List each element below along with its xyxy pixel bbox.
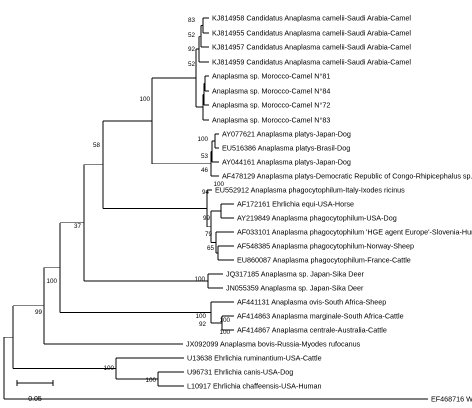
leaf-label: JN055359 Anaplasma sp. Japan-Sika Deer	[226, 284, 364, 293]
support-value: 100	[219, 329, 230, 336]
support-value: 100	[195, 313, 206, 320]
leaf-label: Anaplasma sp. Morocco-Camel N°72	[212, 101, 330, 110]
leaf-labels: KJ814958 Candidatus Anaplasma camelii-Sa…	[186, 14, 472, 404]
leaf-label: AF478129 Anaplasma platys-Democratic Rep…	[222, 172, 472, 181]
leaf-label: AF033101 Anaplasma phagocytophilum 'HGE …	[237, 228, 472, 237]
leaf-label: U96731 Ehrlichia canis-USA-Dog	[187, 368, 293, 377]
leaf-label: Anaplasma sp. Morocco-Camel N°83	[212, 116, 330, 125]
support-value: 52	[188, 32, 196, 39]
support-value: 100	[145, 377, 156, 384]
leaf-label: KJ814957 Candidatus Anaplasma camelii-Sa…	[212, 43, 411, 52]
scale-bar: 0.05	[16, 380, 54, 403]
leaf-label: L10917 Ehrlichia chaffeensis-USA-Human	[187, 382, 322, 391]
support-value: 100	[194, 276, 205, 283]
support-value: 58	[93, 142, 101, 149]
support-value: 53	[201, 153, 209, 160]
leaf-label: EF468716 Wolbachia endosymbiont-China-La…	[431, 395, 472, 404]
leaf-label: AF172161 Ehrlichia equi-USA-Horse	[237, 200, 354, 209]
support-value: 79	[205, 231, 213, 238]
support-value: 37	[74, 223, 82, 230]
support-value: 100	[103, 365, 114, 372]
bootstrap-support-values: 8352925210010053465894100997965371009210…	[35, 17, 231, 384]
leaf-label: KJ814958 Candidatus Anaplasma camelii-Sa…	[212, 14, 411, 23]
leaf-label: U13638 Ehrlichia ruminantium-USA-Cattle	[187, 354, 322, 363]
support-value: 99	[35, 309, 43, 316]
leaf-label: Anaplasma sp. Morocco-Camel N°84	[212, 87, 330, 96]
leaf-label: AF441131 Anaplasma ovis-South Africa-She…	[237, 298, 386, 307]
support-value: 52	[188, 61, 196, 68]
leaf-label: AY077621 Anaplasma platys-Japan-Dog	[222, 130, 351, 139]
leaf-label: Anaplasma sp. Morocco-Camel N°81	[212, 72, 330, 81]
support-value: 100	[213, 181, 224, 188]
leaf-label: AF548385 Anaplasma phagocytophilum-Norwa…	[237, 242, 414, 251]
support-value: 46	[201, 167, 209, 174]
leaf-label: EU860087 Anaplasma phagocytophilum-Franc…	[237, 256, 411, 265]
leaf-label: KJ814955 Candidatus Anaplasma camelii-Sa…	[212, 29, 411, 38]
support-value: 65	[207, 245, 215, 252]
support-value: 100	[197, 136, 208, 143]
support-value: 100	[46, 278, 57, 285]
support-value: 100	[219, 317, 230, 324]
leaf-label: AF414863 Anaplasma marginale-South Afric…	[237, 312, 404, 321]
support-value: 83	[188, 17, 196, 24]
tree-branches	[3, 17, 428, 400]
scale-bar-label: 0.05	[28, 396, 42, 403]
leaf-label: AY044161 Anaplasma platys-Japan-Dog	[222, 158, 351, 167]
leaf-label: AF414867 Anaplasma centrale-Australia-Ca…	[237, 326, 387, 335]
support-value: 92	[188, 46, 196, 53]
leaf-label: EU516386 Anaplasma platys-Brasil-Dog	[222, 144, 350, 153]
leaf-label: EU552912 Anaplasma phagocytophilum-Italy…	[215, 186, 405, 195]
leaf-label: JX092099 Anaplasma bovis-Russia-Myodes r…	[186, 340, 361, 349]
support-value: 100	[139, 96, 150, 103]
support-value: 94	[202, 189, 210, 196]
leaf-label: JQ317185 Anaplasma sp. Japan-Sika Deer	[226, 270, 364, 279]
leaf-label: AY219849 Anaplasma phagocytophilum-USA-D…	[237, 214, 397, 223]
support-value: 99	[203, 215, 211, 222]
support-value: 92	[199, 321, 207, 328]
leaf-label: KJ814959 Candidatus Anaplasma camelii-Sa…	[212, 58, 411, 67]
